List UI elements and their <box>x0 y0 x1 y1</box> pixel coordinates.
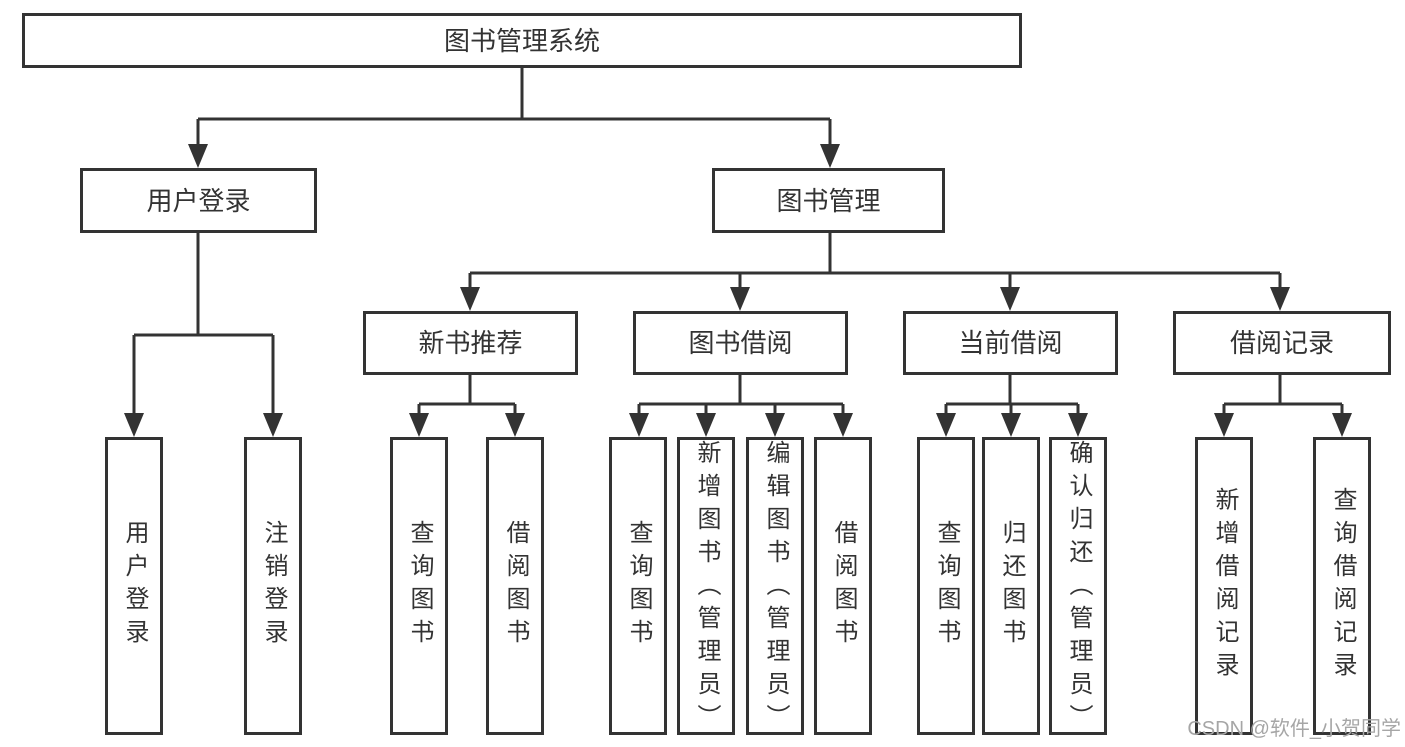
leaf-borrowing-borrow-books-label: 借阅图书 <box>830 520 857 652</box>
leaf-query-borrow-record: 查询借阅记录 <box>1313 437 1371 735</box>
node-borrowing-records-label: 借阅记录 <box>1229 328 1334 358</box>
leaf-add-borrow-record: 新增借阅记录 <box>1195 437 1253 735</box>
leaf-edit-books-admin: 编辑图书（管理员） <box>746 437 804 737</box>
node-new-book-recommend-label: 新书推荐 <box>418 328 523 358</box>
leaf-confirm-return-admin: 确认归还（管理员） <box>1049 437 1107 737</box>
node-user-login-label: 用户登录 <box>146 185 251 216</box>
leaf-add-books-admin: 新增图书（管理员） <box>677 437 735 737</box>
leaf-return-books-label: 归还图书 <box>998 520 1025 652</box>
node-borrowing-records: 借阅记录 <box>1173 311 1391 375</box>
leaf-current-query-books-label: 查询图书 <box>933 520 960 652</box>
leaf-recommend-query-books: 查询图书 <box>390 437 448 735</box>
leaf-user-login-label: 用户登录 <box>121 520 148 652</box>
leaf-confirm-return-admin-label: 确认归还（管理员） <box>1065 440 1092 737</box>
node-new-book-recommend: 新书推荐 <box>363 311 578 375</box>
leaf-borrowing-borrow-books: 借阅图书 <box>814 437 872 735</box>
node-book-management-label: 图书管理 <box>776 185 881 216</box>
node-current-borrowing: 当前借阅 <box>903 311 1118 375</box>
node-book-borrowing: 图书借阅 <box>633 311 848 375</box>
leaf-borrowing-query-books-label: 查询图书 <box>625 520 652 652</box>
leaf-return-books: 归还图书 <box>982 437 1040 735</box>
node-root-label: 图书管理系统 <box>443 25 600 56</box>
leaf-recommend-borrow-books: 借阅图书 <box>486 437 544 735</box>
leaf-borrowing-query-books: 查询图书 <box>609 437 667 735</box>
leaf-user-login: 用户登录 <box>105 437 163 735</box>
leaf-add-borrow-record-label: 新增借阅记录 <box>1211 487 1238 685</box>
leaf-add-books-admin-label: 新增图书（管理员） <box>693 440 720 737</box>
node-book-management: 图书管理 <box>712 168 945 233</box>
node-current-borrowing-label: 当前借阅 <box>958 328 1063 358</box>
leaf-query-borrow-record-label: 查询借阅记录 <box>1329 487 1356 685</box>
leaf-logout-label: 注销登录 <box>260 520 287 652</box>
leaf-recommend-query-books-label: 查询图书 <box>406 520 433 652</box>
leaf-recommend-borrow-books-label: 借阅图书 <box>502 520 529 652</box>
arrowheads <box>124 144 1352 437</box>
node-book-borrowing-label: 图书借阅 <box>688 328 793 358</box>
leaf-edit-books-admin-label: 编辑图书（管理员） <box>762 440 789 737</box>
node-root-system: 图书管理系统 <box>22 13 1022 68</box>
leaf-logout: 注销登录 <box>244 437 302 735</box>
node-user-login: 用户登录 <box>80 168 317 233</box>
csdn-watermark: CSDN @软件_小贺同学 <box>1187 718 1401 740</box>
leaf-current-query-books: 查询图书 <box>917 437 975 735</box>
